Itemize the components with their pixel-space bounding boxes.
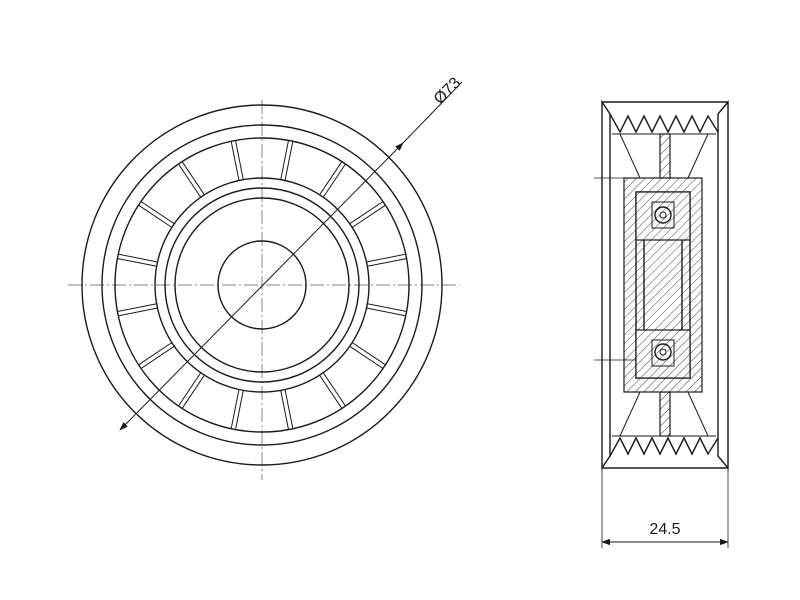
spoke-rib-edge xyxy=(117,257,157,267)
width-dimension-label: 24.5 xyxy=(649,521,680,538)
pulley-inner-rim xyxy=(101,124,423,446)
web-hatch-top xyxy=(659,133,671,179)
spoke-rib-edge xyxy=(319,374,343,409)
spoke-rib-edge xyxy=(230,389,240,429)
spoke-rib-edge xyxy=(230,141,240,181)
spoke-rib-edge xyxy=(178,163,202,198)
bearing-ball-core-bottom xyxy=(659,348,667,356)
bearing-ball-core-top xyxy=(659,211,667,219)
spoke-rib-edge xyxy=(322,163,346,198)
spoke-rib-edge xyxy=(351,342,386,366)
spoke-rib-edge xyxy=(284,141,294,181)
spoke-rib-edge xyxy=(322,372,346,407)
section-view: 24.5 xyxy=(594,99,729,548)
spoke-rib-edge xyxy=(181,161,205,196)
spoke-rib-edge xyxy=(140,201,175,225)
spoke-rib-edge xyxy=(280,140,290,180)
spoke-rib-edge xyxy=(181,374,205,409)
pulley-section-right-outline xyxy=(717,100,729,470)
diameter-dimension-label: Ø73 xyxy=(431,74,464,107)
spoke-rib-edge xyxy=(234,140,244,180)
spoke-rib-edge xyxy=(117,303,157,313)
v-groove-profile-top xyxy=(609,113,719,134)
web-line-bottom-left xyxy=(619,391,641,437)
pulley-section-outline xyxy=(601,99,611,471)
bearing-cage-bottom xyxy=(651,339,675,367)
bearing-outer-race-bottom xyxy=(635,329,691,379)
spoke-rib-edge xyxy=(118,253,158,263)
spoke-rib-edge xyxy=(234,390,244,430)
web-line-bottom-right xyxy=(687,391,709,437)
web-line-top-left xyxy=(619,133,641,179)
web-line-top-right xyxy=(687,133,709,179)
spoke-outer-ring xyxy=(114,137,410,433)
web-hatch-bottom xyxy=(659,391,671,437)
spoke-rib-edge xyxy=(284,389,294,429)
spoke-rib-edge xyxy=(366,307,406,317)
spoke-rib-edge xyxy=(118,307,158,317)
spoke-rib-edge xyxy=(349,345,384,369)
bearing-ball-bottom xyxy=(654,343,672,361)
spoke-rib-edge xyxy=(349,201,384,225)
bearing-cage-top xyxy=(651,201,675,229)
diameter-dimension-line xyxy=(119,142,404,431)
spoke-rib-edge xyxy=(280,390,290,430)
spoke-rib-edge xyxy=(351,204,386,228)
spoke-rib-edge xyxy=(367,257,407,267)
front-view: Ø73 xyxy=(68,74,464,480)
spoke-rib-edge xyxy=(138,204,173,228)
v-groove-profile-bottom xyxy=(609,436,719,457)
spoke-rib-edge xyxy=(140,345,175,369)
spoke-rib-edge xyxy=(319,161,343,196)
spoke-rib-edge xyxy=(138,342,173,366)
spoke-rib-edge xyxy=(178,372,202,407)
bearing-outer-race-top xyxy=(635,191,691,241)
pulley-outer-rim xyxy=(81,104,443,466)
spoke-rib-edge xyxy=(367,303,407,313)
spoke-rib-edge xyxy=(366,253,406,263)
bearing-ball-top xyxy=(654,206,672,224)
diameter-leader-line xyxy=(402,81,463,144)
